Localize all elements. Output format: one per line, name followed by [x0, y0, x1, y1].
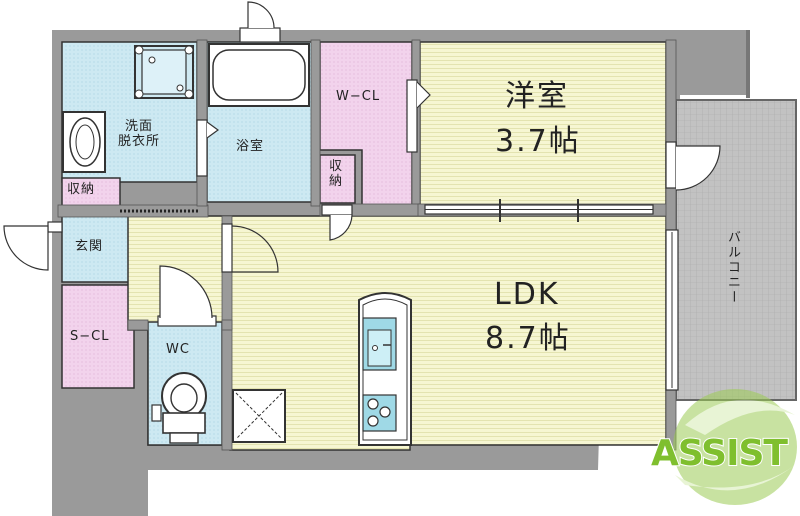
door-wc[interactable]: [157, 265, 217, 327]
bathtub: [208, 43, 310, 107]
scl-label: S−CL: [70, 329, 110, 344]
door-washroom[interactable]: [196, 119, 220, 177]
balcony-label: バルコニー: [724, 230, 740, 305]
door-wcl[interactable]: [406, 79, 431, 153]
washbasin: [62, 111, 106, 173]
bath-label: 浴室: [236, 139, 265, 154]
storage-left-label: 収納: [67, 182, 96, 197]
fridge-space: [232, 389, 286, 443]
washer-pan: [134, 45, 194, 99]
bedroom-name-label: 洋室: [505, 79, 569, 114]
door-entrance-ldk[interactable]: [221, 223, 279, 273]
assist-logo: ASSIST: [650, 389, 797, 505]
door-storage-mid[interactable]: [321, 204, 353, 241]
window-bedroom: [665, 141, 721, 191]
washroom-label: 洗面 脱衣所: [118, 119, 161, 149]
entrance-floor: [61, 215, 131, 283]
sliding-door-bedroom[interactable]: [424, 199, 654, 222]
bedroom-size-label: 3.7帖: [495, 124, 581, 159]
wcl-label: W−CL: [336, 89, 381, 104]
scl-floor: [61, 284, 135, 389]
ldk-name-label: LDK: [494, 277, 560, 312]
window-bathroom: [239, 1, 281, 43]
sliding-window-ldk[interactable]: [665, 229, 679, 391]
storage-mid-label: 収 納: [329, 159, 344, 189]
wc-label: WC: [166, 342, 190, 357]
kitchen-counter: [358, 292, 412, 446]
bedroom-floor: [419, 41, 667, 206]
toilet: [151, 372, 207, 444]
ldk-size-label: 8.7帖: [485, 321, 571, 356]
logo-text: ASSIST: [651, 433, 788, 474]
front-door[interactable]: [3, 221, 63, 271]
entrance-label: 玄関: [75, 239, 104, 254]
